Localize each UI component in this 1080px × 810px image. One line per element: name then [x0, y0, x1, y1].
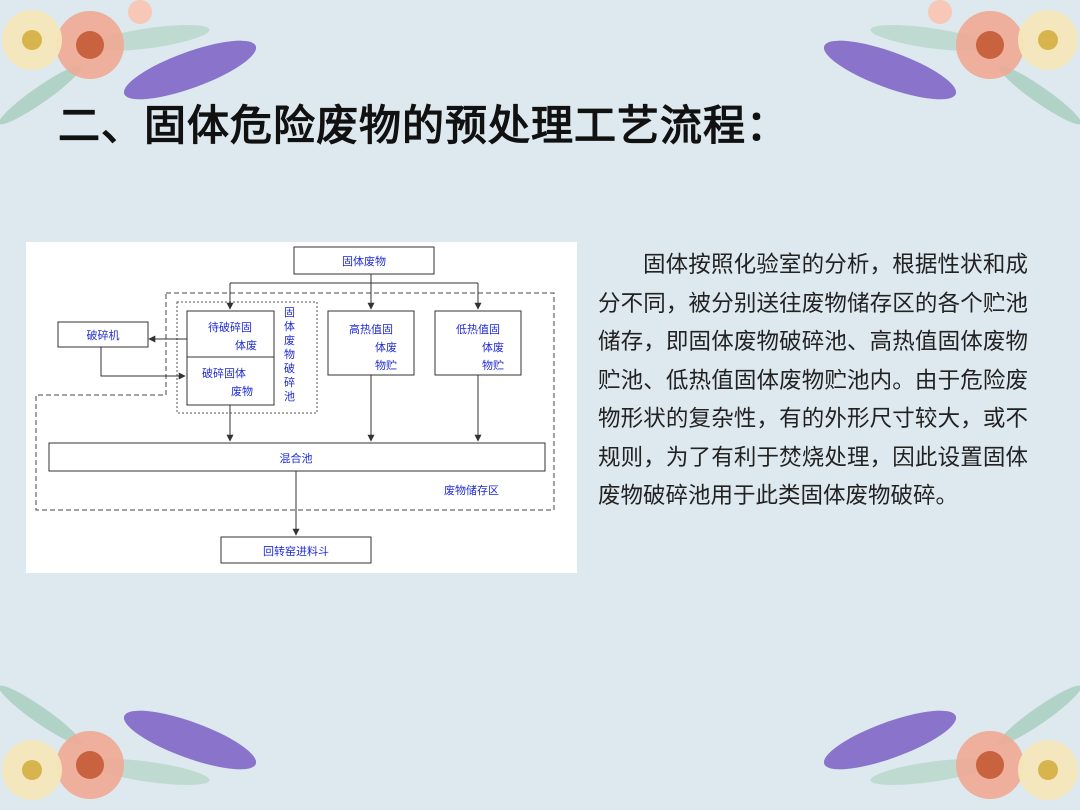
low-heat-label-3: 物贮 [482, 358, 504, 372]
hopper-node [220, 536, 372, 564]
process-flow-diagram: 固体废物 待破碎固 体废 破碎固体 废物 固 体 废 物 破 碎 池 破碎机 [26, 242, 577, 573]
svg-text:破: 破 [284, 361, 295, 375]
to-crush-label-1: 待破碎固 [208, 320, 252, 334]
svg-text:碎: 碎 [284, 375, 295, 389]
svg-text:物: 物 [284, 347, 295, 361]
crushed-node [186, 356, 275, 406]
floral-corner-top-left-icon [0, 0, 257, 125]
to-crush-node [186, 310, 275, 358]
svg-text:固: 固 [284, 306, 295, 319]
to-crush-label-2: 体废 [235, 338, 257, 352]
high-heat-node [327, 310, 415, 376]
mixing-pool-node [48, 442, 546, 472]
floral-corner-bottom-right-icon [823, 685, 1080, 800]
high-heat-label-3: 物贮 [375, 358, 397, 372]
svg-text:池: 池 [284, 390, 295, 403]
mixing-pool-label: 混合池 [280, 451, 313, 465]
flow-diagram-svg: 固体废物 待破碎固 体废 破碎固体 废物 固 体 废 物 破 碎 池 破碎机 [35, 246, 555, 564]
svg-text:体: 体 [284, 319, 295, 333]
low-heat-label-2: 体废 [482, 340, 504, 354]
high-heat-label-1: 高热值固 [349, 322, 393, 336]
source-node [293, 246, 435, 275]
crushed-label-1: 破碎固体 [202, 366, 246, 380]
crusher-label: 破碎机 [87, 328, 120, 342]
edge-crusher-to-crushed [100, 347, 186, 380]
crushed-label-2: 废物 [231, 384, 253, 398]
crush-pool-label: 固 体 废 物 破 碎 池 [284, 306, 295, 403]
low-heat-node [434, 310, 522, 376]
source-label: 固体废物 [342, 254, 386, 268]
crusher-node [57, 321, 149, 348]
high-heat-label-2: 体废 [375, 340, 397, 354]
storage-area-label: 废物储存区 [444, 483, 499, 497]
crush-pool-outline [176, 301, 318, 414]
floral-corner-bottom-left-icon [0, 685, 257, 800]
storage-area-outline [35, 292, 555, 511]
svg-text:废: 废 [284, 333, 295, 347]
page-title: 二、固体危险废物的预处理工艺流程： [58, 101, 790, 150]
floral-corner-top-right-icon [823, 0, 1080, 125]
description-text: 固体按照化验室的分析，根据性状和成分不同，被分别送往废物储存区的各个贮池储存，即… [598, 252, 1028, 509]
low-heat-label-1: 低热值固 [456, 323, 500, 336]
hopper-label: 回转窑进料斗 [263, 544, 329, 558]
